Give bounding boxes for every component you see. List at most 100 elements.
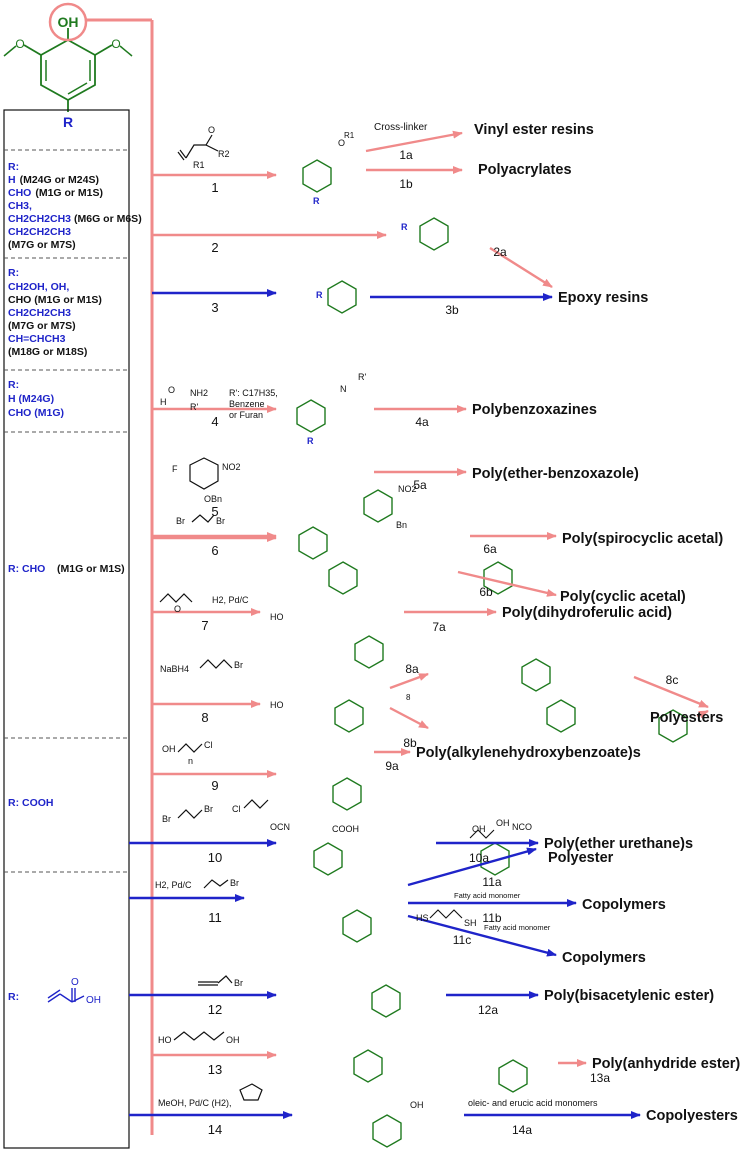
route-6: 6 <box>211 543 218 558</box>
step-8b: 8b <box>403 736 417 750</box>
reagents: O R2 R1 H O NH2 R' R': C17H35, Benzene o… <box>155 125 278 1108</box>
r-label-5: R: COOH <box>8 797 54 809</box>
route-12: 12 <box>208 1002 222 1017</box>
sidebar-box <box>3 109 130 1149</box>
step-14a: 14a <box>512 1123 532 1137</box>
svg-text:R': R' <box>190 402 198 412</box>
route-9: 9 <box>211 778 218 793</box>
r11-h2pdc: H2, Pd/C <box>155 880 192 890</box>
note-crosslinker: Cross-linker <box>374 122 428 133</box>
int9-cooh: COOH <box>332 824 359 834</box>
g1-h: H <box>8 174 16 186</box>
svg-text:CHO(M1G or M1S): CHO(M1G or M1S) <box>8 187 103 199</box>
r14-meoh: MeOH, Pd/C (H2), <box>158 1098 232 1108</box>
svg-text:O: O <box>15 37 24 51</box>
note-fatty-1: Fatty acid monomer <box>454 891 521 900</box>
step-11b: 11b <box>482 911 501 925</box>
int5-bn: Bn <box>396 520 407 530</box>
step-11c: 11c <box>453 933 471 947</box>
r10-cl: Cl <box>232 804 241 814</box>
r5-f: F <box>172 464 178 474</box>
g1-propyl2: CH2CH2CH3 <box>8 226 71 238</box>
sidebar-group-3: R: H (M24G) CHO (M1G) <box>8 379 64 419</box>
int2-r: R <box>401 222 408 232</box>
step-12a: 12a <box>478 1003 498 1017</box>
svg-text:NH2: NH2 <box>190 388 208 398</box>
g2-line3: CH2CH2CH3 <box>8 307 71 319</box>
svg-text:OH: OH <box>226 1035 240 1045</box>
step-2a: 2a <box>493 245 507 259</box>
step-13a: 13a <box>590 1071 610 1085</box>
r9-cl: Cl <box>204 740 213 750</box>
step-6a: 6a <box>483 542 497 556</box>
acrylic-acid-structure <box>47 988 85 1003</box>
g1-cho: CHO <box>8 187 31 199</box>
route-arrows <box>129 171 387 1119</box>
step-arrows <box>365 130 709 1119</box>
note-oleic: oleic- and erucic acid monomers <box>468 1098 598 1108</box>
note-fatty-2: Fatty acid monomer <box>484 923 551 932</box>
r4-note: R': C17H35, <box>229 388 278 398</box>
svg-text:O: O <box>174 604 181 614</box>
svg-text:O: O <box>338 138 345 148</box>
step-7a: 7a <box>432 620 446 634</box>
r10-br1: Br <box>162 814 171 824</box>
svg-text:N: N <box>340 384 347 394</box>
r-label-3: R: <box>8 379 19 391</box>
product-ether-urethane: Poly(ether urethane)s <box>544 836 693 852</box>
route-1: 1 <box>211 180 218 195</box>
int3-r: R <box>316 290 323 300</box>
step-10a: 10a <box>469 851 489 865</box>
r-label-6: R: <box>8 991 19 1003</box>
product-copolyesters: Copolyesters <box>646 1108 738 1124</box>
intermediate-labels: R OR1 R R R NR' NO2 Bn 8 COOH OCN NCO HO… <box>270 131 532 1110</box>
core-oh: OH <box>58 14 79 30</box>
r-label-1: R: <box>8 161 19 173</box>
r7-h2pdc: H2, Pd/C <box>212 595 249 605</box>
acrylic-oh: OH <box>86 995 101 1006</box>
r-label-2: R: <box>8 267 19 279</box>
svg-text:O: O <box>71 977 79 988</box>
g1-h-note: (M24G or M24S) <box>20 174 99 186</box>
g3-line2: CHO (M1G) <box>8 407 64 419</box>
svg-text:O: O <box>208 125 215 135</box>
product-copolymers-1: Copolymers <box>582 897 666 913</box>
r5-no2: NO2 <box>222 462 241 472</box>
r8-nabh4: NaBH4 <box>160 664 189 674</box>
product-anhydride-ester: Poly(anhydride ester) <box>592 1056 740 1072</box>
step-5a: 5a <box>413 478 427 492</box>
product-bisacetylenic-ester: Poly(bisacetylenic ester) <box>544 988 714 1004</box>
product-ether-benzoxazole: Poly(ether-benzoxazole) <box>472 466 639 482</box>
int10-nco: NCO <box>512 822 532 832</box>
step-8a: 8a <box>405 662 419 676</box>
product-spirocyclic-acetal: Poly(spirocyclic acetal) <box>562 531 723 547</box>
svg-text:O: O <box>111 37 120 51</box>
sidebar-group-4: R: CHO (M1G or M1S) <box>8 563 125 575</box>
svg-text:OH: OH <box>162 744 176 754</box>
route-13: 13 <box>208 1062 222 1077</box>
svg-text:HO: HO <box>158 1035 172 1045</box>
svg-text:HO: HO <box>270 612 284 622</box>
int10-ocn: OCN <box>270 822 290 832</box>
svg-text:R': R' <box>358 372 366 382</box>
intermediates <box>296 159 688 1148</box>
product-polyacrylates: Polyacrylates <box>478 162 572 178</box>
step-11a: 11a <box>482 875 501 889</box>
sidebar-group-6: R: O OH <box>8 977 101 1006</box>
int4-r: R <box>307 436 314 446</box>
r4-furan: or Furan <box>229 410 263 420</box>
g2-line4: (M7G or M7S) <box>8 320 76 332</box>
svg-text:OH: OH <box>496 818 510 828</box>
product-polyester: Polyester <box>548 850 614 866</box>
route-7: 7 <box>201 618 208 633</box>
note-sh: SH <box>464 918 477 928</box>
product-benzoxazines: Polybenzoxazines <box>472 402 597 418</box>
product-epoxy: Epoxy resins <box>558 290 648 306</box>
core-structure: O O OH R <box>3 2 133 130</box>
svg-text:8: 8 <box>406 693 411 702</box>
r11-br: Br <box>230 878 239 888</box>
r6-br1: Br <box>176 516 185 526</box>
g2-line2: CHO (M1G or M1S) <box>8 294 102 306</box>
svg-text:H(M24G or M24S): H (M24G or M24S) <box>8 174 99 186</box>
g2-line5: CH=CHCH3 <box>8 333 66 345</box>
